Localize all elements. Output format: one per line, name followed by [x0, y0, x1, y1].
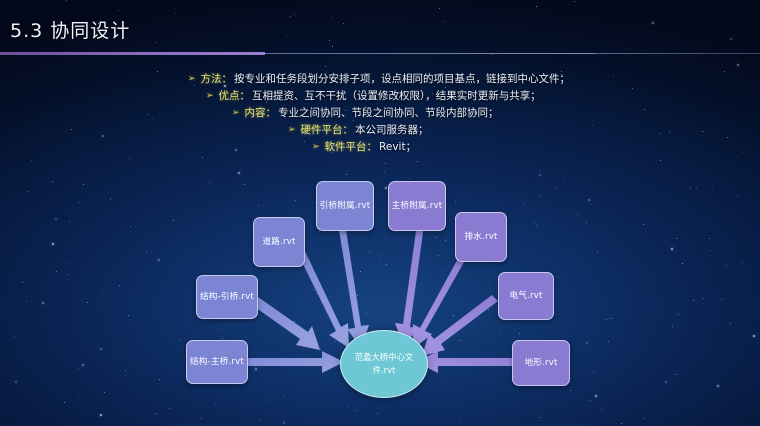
bullet-label: 优点：: [218, 89, 251, 102]
node-label: 引桥附属.rvt: [319, 201, 371, 211]
node-approach-bridge-ancillary[interactable]: 引桥附属.rvt: [316, 181, 374, 231]
node-main-bridge-ancillary[interactable]: 主桥附属.rvt: [388, 181, 446, 231]
bullet-list: ➢ 方法： 按专业和任务段划分安排子项，设点相同的项目基点，链接到中心文件； ➢…: [0, 70, 760, 155]
bullet-label: 软件平台：: [324, 140, 378, 153]
bullet-label: 方法：: [200, 72, 233, 85]
diagram-arrows: [248, 217, 512, 373]
hub-node-central-file[interactable]: 范蠡大桥中心文件.rvt: [340, 330, 428, 398]
arrow-terrain: [416, 351, 512, 373]
title-divider: [0, 52, 760, 55]
divider-segment-purple: [0, 52, 265, 55]
bullet-marker-icon: ➢: [206, 90, 214, 101]
bullet-label: 硬件平台：: [300, 123, 354, 136]
node-label: 结构-主桥.rvt: [190, 357, 244, 367]
bullet-text: 本公司服务器；: [355, 123, 429, 136]
node-label: 排水.rvt: [464, 232, 498, 242]
arrow-drainage: [413, 244, 472, 349]
node-label: 主桥附属.rvt: [391, 201, 443, 211]
node-structure-main-bridge[interactable]: 结构-主桥.rvt: [186, 340, 248, 384]
bullet-marker-icon: ➢: [312, 141, 320, 152]
bullet-item-advantages: ➢ 优点： 互相提资、互不干扰（设置修改权限），结果实时更新与共享；: [0, 87, 760, 104]
node-label: 结构-引桥.rvt: [200, 292, 254, 302]
bullet-text: 按专业和任务段划分安排子项，设点相同的项目基点，链接到中心文件；: [234, 72, 571, 85]
arrow-structure-approach-bridge: [252, 297, 320, 350]
bullet-item-software-platform: ➢ 软件平台： Revit；: [0, 138, 760, 155]
arrow-approach-bridge-ancillary: [337, 217, 369, 348]
bullet-item-method: ➢ 方法： 按专业和任务段划分安排子项，设点相同的项目基点，链接到中心文件；: [0, 70, 760, 87]
bullet-item-content: ➢ 内容： 专业之间协同、节段之间协同、节段内部协同；: [0, 104, 760, 121]
arrow-road: [296, 247, 349, 348]
hub-node-label: 范蠡大桥中心文件.rvt: [354, 352, 414, 375]
node-electrical[interactable]: 电气.rvt: [498, 272, 554, 320]
bullet-marker-icon: ➢: [288, 124, 296, 135]
arrow-structure-main-bridge: [248, 351, 344, 373]
node-drainage[interactable]: 排水.rvt: [455, 212, 507, 262]
bullet-marker-icon: ➢: [232, 107, 240, 118]
node-label: 电气.rvt: [509, 291, 543, 301]
arrow-electrical: [422, 295, 498, 356]
bullet-label: 内容：: [244, 106, 277, 119]
node-label: 道路.rvt: [262, 237, 296, 247]
collaboration-diagram: 范蠡大桥中心文件.rvt 结构-主桥.rvt 结构-引桥.rvt 道路.rvt …: [0, 160, 760, 426]
bullet-text: 互相提资、互不干扰（设置修改权限），结果实时更新与共享；: [252, 89, 541, 102]
page-title: 5.3 协同设计: [10, 20, 131, 42]
bullet-item-hardware-platform: ➢ 硬件平台： 本公司服务器；: [0, 121, 760, 138]
divider-segment-right: [595, 53, 760, 55]
arrow-main-bridge-ancillary: [395, 217, 425, 347]
divider-segment-mid: [265, 53, 595, 55]
bullet-text: 专业之间协同、节段之间协同、节段内部协同；: [278, 106, 499, 119]
bullet-marker-icon: ➢: [188, 73, 196, 84]
node-terrain[interactable]: 地形.rvt: [512, 340, 570, 386]
node-label: 地形.rvt: [524, 358, 558, 368]
bullet-text: Revit；: [379, 140, 417, 153]
node-structure-approach-bridge[interactable]: 结构-引桥.rvt: [196, 275, 258, 319]
node-road[interactable]: 道路.rvt: [253, 217, 305, 267]
